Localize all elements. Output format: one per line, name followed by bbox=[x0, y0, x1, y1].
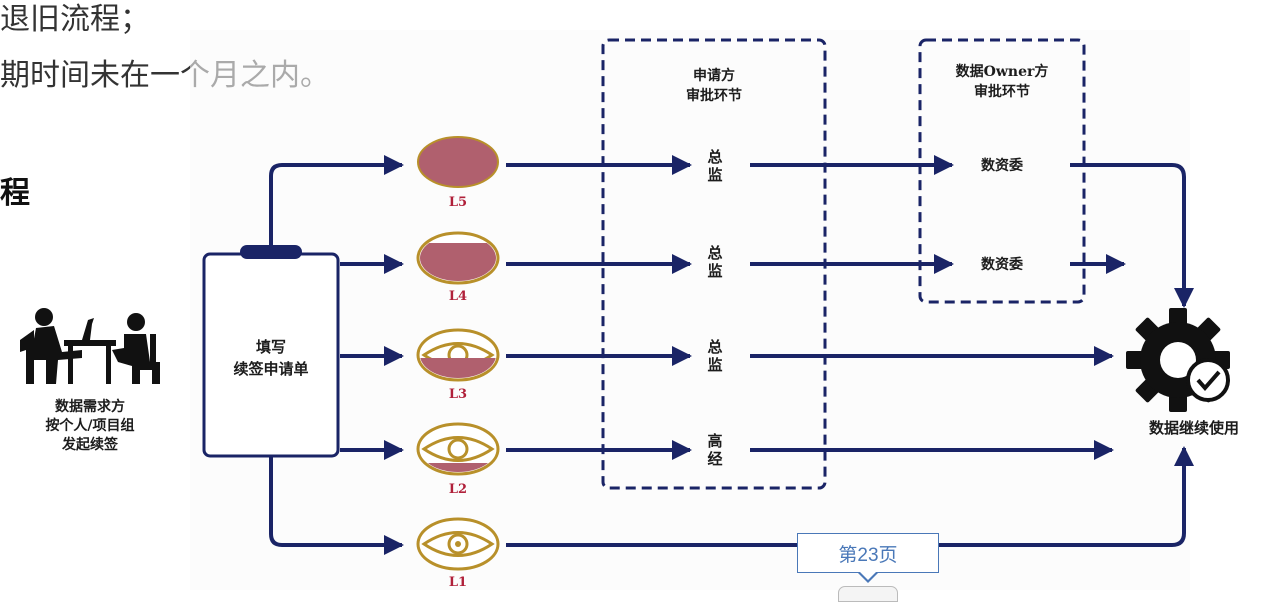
applicant-box-title-line2: 审批环节 bbox=[686, 87, 742, 104]
level-l4-oval bbox=[416, 231, 500, 285]
result-label: 数据继续使用 bbox=[1149, 419, 1239, 437]
level-l5-label: L5 bbox=[449, 195, 467, 210]
requester-label-line2: 按个人/项目组 bbox=[45, 417, 134, 434]
doc-text-line: 退旧流程； bbox=[0, 2, 150, 37]
l3-approver-line1: 总 bbox=[707, 338, 722, 356]
applicant-box-title-line1: 申请方 bbox=[693, 67, 735, 84]
page-indicator: 第23页 bbox=[797, 533, 939, 573]
form-label-line1: 填写 bbox=[256, 338, 286, 356]
l5-approver-line2: 监 bbox=[707, 166, 722, 184]
requester-label-line1: 数据需求方 bbox=[55, 398, 125, 415]
approval-flow-lines bbox=[506, 155, 1194, 547]
page-indicator-tail-inner bbox=[859, 571, 877, 580]
application-form-box: 填写 续签申请单 bbox=[202, 245, 340, 458]
level-l3-eye-icon bbox=[416, 328, 500, 382]
level-l5-oval bbox=[417, 136, 499, 188]
owner-approval-box bbox=[918, 38, 1086, 304]
level-l4-label: L4 bbox=[449, 289, 467, 304]
level-l2-label: L2 bbox=[449, 482, 467, 497]
requester-label-line3: 发起续签 bbox=[61, 436, 119, 453]
l3-approver-line2: 监 bbox=[707, 356, 722, 374]
gear-check-icon bbox=[1126, 308, 1230, 412]
l4-approver-line2: 监 bbox=[707, 262, 722, 280]
l4-approver-line1: 总 bbox=[707, 244, 722, 262]
people-at-desk-icon bbox=[20, 308, 160, 384]
form-branch-lines bbox=[269, 155, 404, 555]
l5-approver-line1: 总 bbox=[707, 148, 722, 166]
doc-section-heading: 程 bbox=[0, 176, 30, 211]
l2-approver-line1: 高 bbox=[707, 432, 722, 450]
clipboard-clip bbox=[240, 245, 302, 259]
owner-box-title-line1: 数据Owner方 bbox=[956, 63, 1049, 80]
scroll-handle[interactable] bbox=[838, 586, 898, 602]
level-l1-label: L1 bbox=[449, 575, 467, 590]
l5-owner-approver: 数资委 bbox=[981, 157, 1023, 174]
owner-box-title-line2: 审批环节 bbox=[974, 83, 1030, 100]
l2-approver-line2: 经 bbox=[707, 450, 722, 468]
form-label-line2: 续签申请单 bbox=[233, 360, 308, 378]
l4-owner-approver: 数资委 bbox=[981, 256, 1023, 273]
diagram-background bbox=[190, 30, 1190, 590]
level-l1-eye-icon bbox=[416, 517, 500, 571]
level-l2-eye-icon bbox=[416, 422, 500, 476]
level-l3-label: L3 bbox=[449, 387, 467, 402]
